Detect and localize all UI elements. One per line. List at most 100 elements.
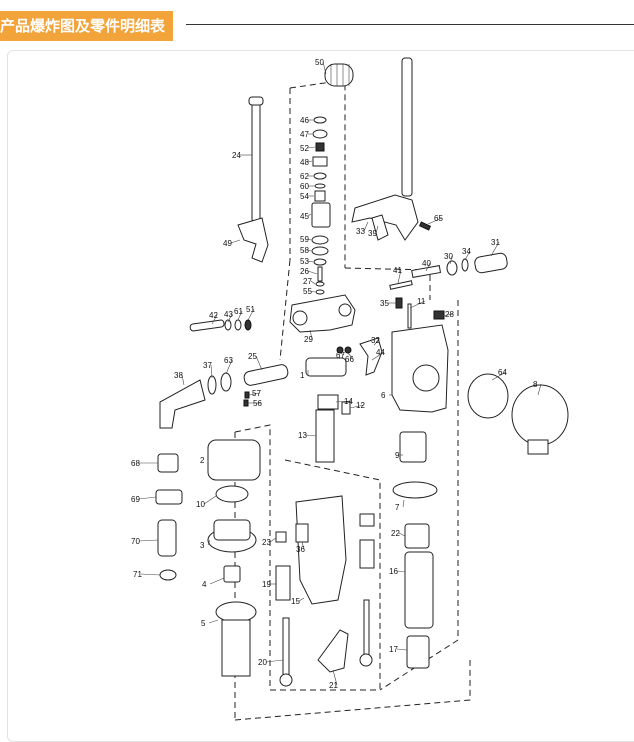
callout-leader-32 [373,339,380,346]
chuck-2 [207,439,261,481]
callout-label-38: 38 [174,371,183,380]
callout-leader-45 [307,213,312,217]
chuck-5-body [221,619,251,677]
guide-line [279,259,291,361]
chuck-5-top [215,601,257,623]
callout-label-47: 47 [300,130,309,139]
callout-leader-25 [255,355,263,371]
guide-line [284,459,381,690]
bolt-35 [395,297,403,309]
callout-leader-58 [307,249,312,252]
ring-30 [446,260,458,276]
callout-label-51: 51 [246,305,255,314]
callout-leader-48 [307,160,313,163]
callout-leader-30 [449,255,453,265]
callout-label-68: 68 [131,459,140,468]
callout-leader-27 [310,280,316,285]
callout-label-15: 15 [291,597,300,606]
bolt-23 [275,531,287,543]
callout-label-30: 30 [444,252,453,261]
callout-label-26: 26 [300,267,309,276]
header-divider [186,24,634,25]
ring-66 [344,346,352,354]
splined-shaft-13 [315,409,335,463]
callout-leader-52 [307,146,316,149]
callout-label-48: 48 [300,158,309,167]
callout-leader-34 [464,250,471,261]
ring-37 [207,375,217,395]
callout-leader-40 [425,262,431,272]
guide-line [234,424,271,470]
callout-leader-12 [349,404,365,409]
elbow-38 [159,379,206,429]
callout-leader-71 [140,573,161,576]
callout-leader-8 [537,383,542,396]
ring-58 [311,246,329,256]
callout-label-24: 24 [232,151,241,160]
sleeve-36 [295,523,309,543]
callout-label-13: 13 [298,431,307,440]
callout-label-28: 28 [445,310,454,319]
callout-label-43: 43 [224,310,233,319]
pin-65 [418,221,432,231]
callout-label-4: 4 [202,580,207,589]
callout-label-54: 54 [300,192,309,201]
callout-label-1: 1 [300,371,305,380]
callout-label-5: 5 [201,619,206,628]
callout-label-17: 17 [389,645,398,654]
callout-leader-44 [371,351,385,361]
cap-68 [157,453,179,473]
ring-55 [315,289,325,295]
callout-label-40: 40 [422,259,431,268]
callout-leader-33 [363,221,369,232]
callout-label-52: 52 [300,144,309,153]
ring-59 [311,235,329,245]
rod-cap-24 [248,96,264,106]
callout-leader-57 [248,392,261,396]
oring-62 [313,172,327,180]
callout-leader-15 [298,597,305,602]
callout-leader-4 [209,577,225,585]
valve-block-29 [289,294,356,333]
clamp-69 [155,489,183,505]
callout-label-57: 57 [252,389,261,398]
cap-tab-8 [527,439,549,455]
callout-label-23: 23 [262,538,271,547]
lever-21 [317,629,349,673]
section-header: 产品爆炸图及零件明细表 [0,0,634,48]
callout-label-3: 3 [200,541,205,550]
callout-leader-50 [322,61,327,75]
callout-label-32: 32 [371,336,380,345]
screw-57 [244,391,250,399]
rod-20 [282,617,290,679]
callout-label-35: 35 [380,299,389,308]
callout-label-70: 70 [131,537,140,546]
callout-leader-17 [396,648,408,651]
callout-label-25: 25 [248,352,257,361]
flange-7 [392,481,438,499]
spring-19 [275,565,291,601]
spring-right [359,539,375,569]
callout-leader-38 [181,374,185,386]
screw-56 [243,399,249,407]
callout-label-22: 22 [391,529,400,538]
nut-4 [223,565,241,583]
callout-leader-31 [490,241,500,257]
cap-28 [433,310,445,320]
spring-48 [312,156,328,167]
callout-label-41: 41 [393,266,402,275]
right-rod [401,57,413,197]
coupling-31 [474,252,508,274]
callout-leader-37 [210,364,213,379]
callout-leader-20 [265,659,284,663]
callout-leader-39 [375,225,379,234]
callout-leader-61 [237,310,243,321]
bearing-1 [305,357,347,377]
callout-label-2: 2 [200,456,205,465]
callout-leader-36 [301,541,305,550]
callout-label-36: 36 [296,545,305,554]
flange-body-3 [213,519,251,541]
cylinder-16 [404,551,434,629]
callout-label-12: 12 [356,401,365,410]
callout-leader-21 [332,669,338,686]
